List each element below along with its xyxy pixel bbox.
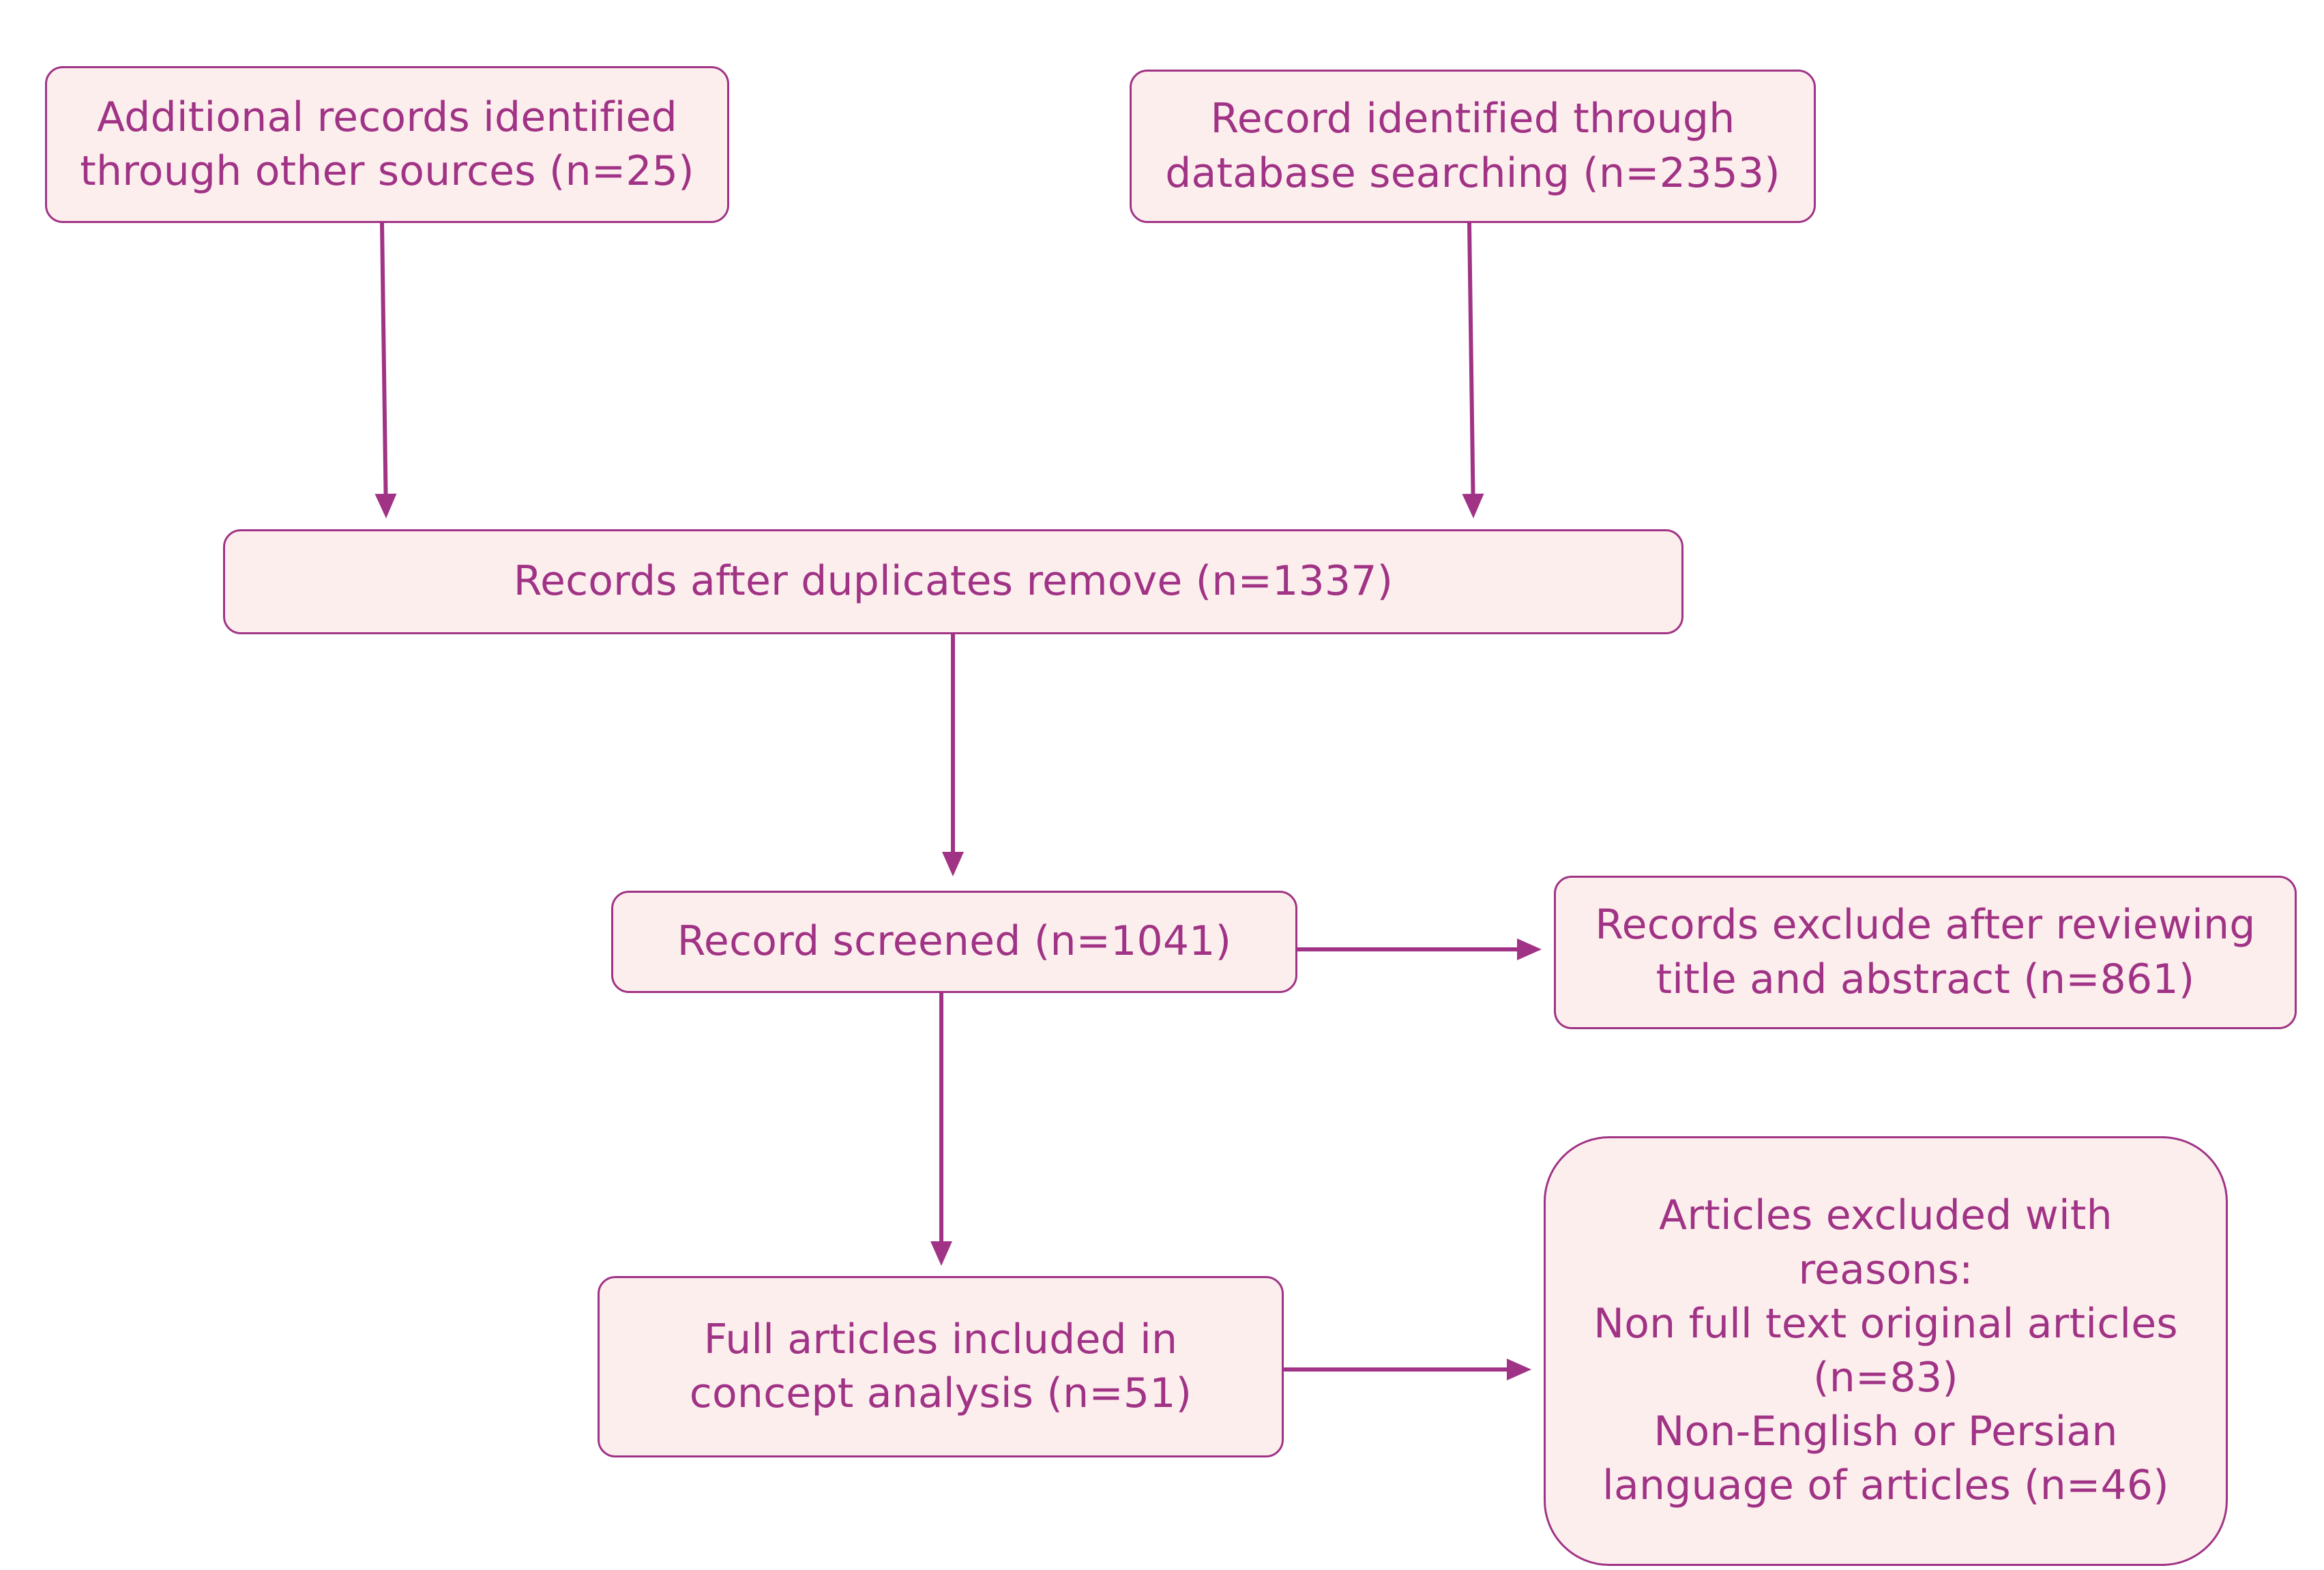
arrow-database-to-duplicates-head bbox=[1462, 493, 1484, 518]
arrow-full-to-excluded-reasons-head bbox=[1507, 1359, 1531, 1380]
database-records-node: Record identified through database searc… bbox=[1130, 70, 1816, 223]
excluded-reasons-line-2: reasons: bbox=[1798, 1245, 1973, 1294]
full-articles-line-2: concept analysis (n=51) bbox=[689, 1369, 1192, 1417]
arrow-screened-to-excluded-head bbox=[1517, 938, 1542, 960]
excluded-reasons-line-6: language of articles (n=46) bbox=[1602, 1462, 2169, 1510]
excluded-reasons-line-1: Articles excluded with bbox=[1659, 1191, 2113, 1240]
excluded-title-abstract-line-1: Records exclude after reviewing bbox=[1595, 901, 2256, 949]
additional-records-line-1: Additional records identified bbox=[97, 93, 677, 141]
database-records-line-1: Record identified through bbox=[1210, 95, 1735, 143]
arrow-screened-to-full-head bbox=[930, 1241, 952, 1266]
additional-records-line-2: through other sources (n=25) bbox=[80, 147, 694, 195]
excluded-reasons-node: Articles excluded with reasons: Non full… bbox=[1544, 1136, 2228, 1566]
after-duplicates-node: Records after duplicates remove (n=1337) bbox=[223, 529, 1683, 634]
arrow-additional-to-duplicates-head bbox=[374, 493, 397, 518]
additional-records-node: Additional records identified through ot… bbox=[45, 66, 729, 223]
edges-layer bbox=[374, 222, 1542, 1380]
excluded-title-abstract-line-2: title and abstract (n=861) bbox=[1656, 955, 2195, 1003]
arrow-database-to-duplicates-line bbox=[1467, 222, 1475, 494]
screened-node: Record screened (n=1041) bbox=[611, 891, 1297, 993]
excluded-title-abstract-node: Records exclude after reviewing title an… bbox=[1554, 876, 2297, 1029]
full-articles-node: Full articles included in concept analys… bbox=[598, 1276, 1284, 1457]
arrow-duplicates-to-screened-head bbox=[942, 852, 964, 876]
excluded-reasons-line-4: (n=83) bbox=[1813, 1354, 1958, 1402]
arrow-additional-to-duplicates-line bbox=[380, 222, 388, 494]
excluded-reasons-line-5: Non-English or Persian bbox=[1653, 1408, 2118, 1456]
full-articles-line-1: Full articles included in bbox=[703, 1315, 1178, 1363]
screened-line-1: Record screened (n=1041) bbox=[677, 917, 1232, 966]
excluded-reasons-line-3: Non full text original articles bbox=[1593, 1299, 2178, 1348]
after-duplicates-line-1: Records after duplicates remove (n=1337) bbox=[513, 557, 1394, 606]
database-records-line-2: database searching (n=2353) bbox=[1165, 149, 1780, 197]
